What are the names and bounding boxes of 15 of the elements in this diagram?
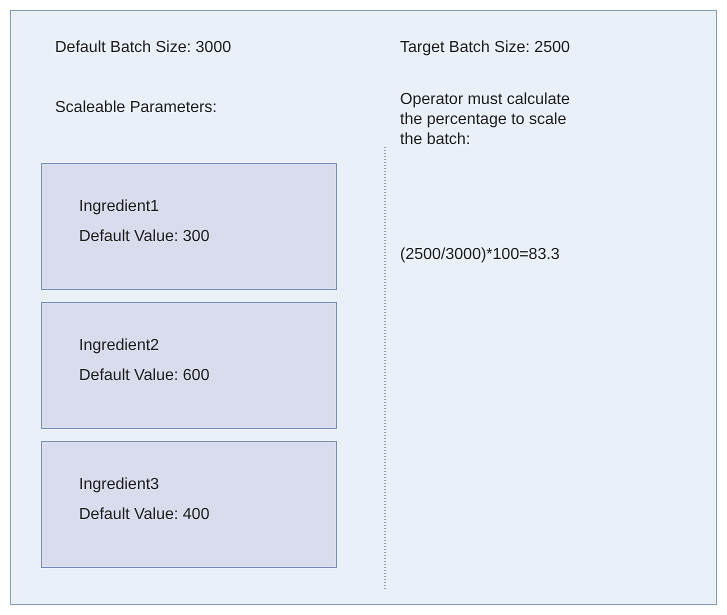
panel-background: [10, 10, 717, 605]
ingredient-name: Ingredient2: [79, 336, 160, 356]
formula-text: (2500/3000)*100=83.3: [400, 245, 561, 265]
instruction-text: Operator must calculate the percentage to scale the batch:: [400, 90, 571, 150]
parameter-box: [41, 441, 337, 568]
default-value-text: Default Value: 600: [79, 366, 210, 386]
parameter-box: [41, 163, 337, 290]
default-value-text: Default Value: 300: [79, 227, 210, 247]
parameter-box: [41, 302, 337, 429]
ingredient-name: Ingredient3: [79, 475, 160, 495]
default-value-text: Default Value: 400: [79, 505, 210, 525]
ingredient-name: Ingredient1: [79, 197, 160, 217]
section-heading: Scaleable Parameters:: [55, 98, 218, 118]
batch-size-text: Default Batch Size: 3000: [55, 38, 232, 58]
batch-size-text: Target Batch Size: 2500: [400, 38, 571, 58]
